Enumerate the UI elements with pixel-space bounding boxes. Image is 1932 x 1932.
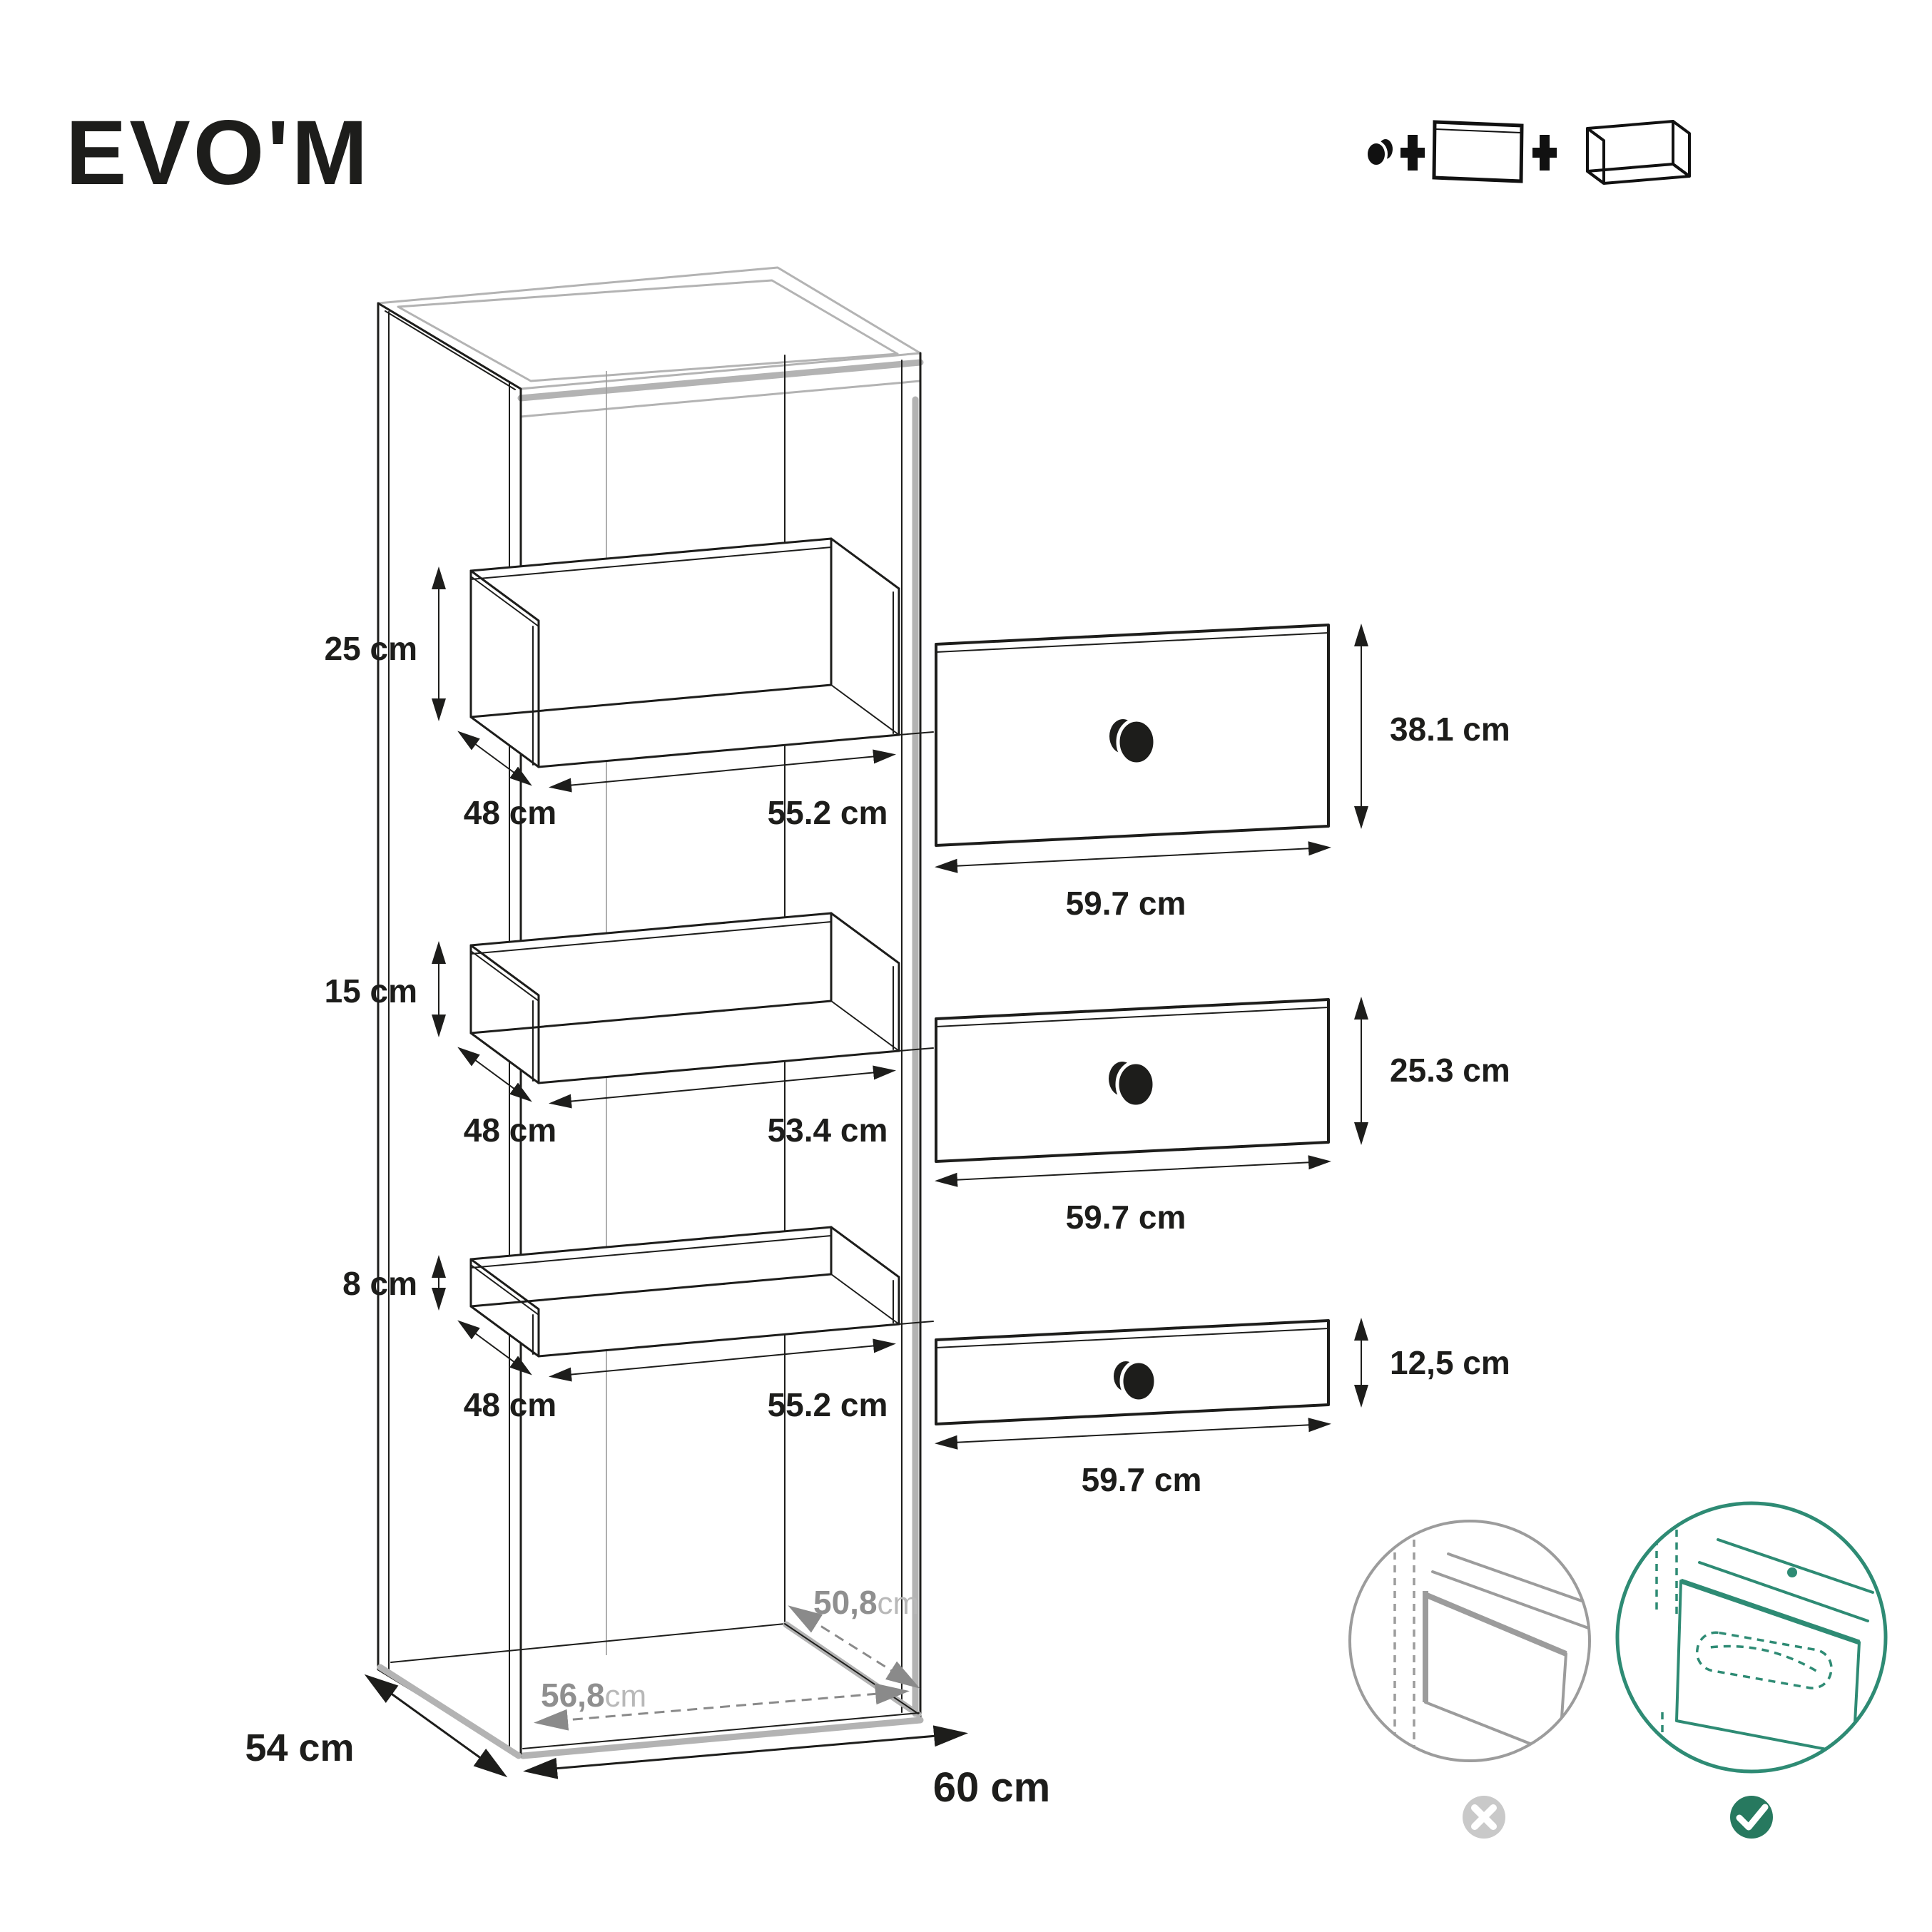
drawer-box-3-side (469, 1258, 540, 1358)
dim-depth: 54 cm (245, 1727, 354, 1769)
dimensions-level-3: 8 cm 48 cm 55.2 cm 12,5 cm 59.7 cm (342, 1255, 1510, 1498)
dim-width: 60 cm (933, 1764, 1050, 1811)
legend-formula (1365, 120, 1691, 185)
drawer-front-1 (935, 624, 1330, 847)
plus-icon (1532, 135, 1557, 171)
handle-cutout (1695, 1631, 1833, 1689)
check-circle-icon (1730, 1796, 1773, 1839)
dim-box-width-2: 53.4 cm (768, 1112, 888, 1149)
interior-dimensions: 50,8cm 56,8cm (534, 1584, 920, 1731)
dim-front-width-1: 59.7 cm (1066, 885, 1186, 922)
dim-box-depth-3: 48 cm (464, 1386, 556, 1423)
detail-wrong (1348, 1520, 1591, 1839)
footprint-dimensions: 54 cm 60 cm (245, 1674, 1050, 1811)
drawer-box-1-side (469, 569, 540, 768)
dim-front-width-2: 59.7 cm (1066, 1199, 1186, 1236)
dim-front-width-3: 59.7 cm (1082, 1461, 1202, 1498)
drawer-box-2 (469, 912, 934, 1084)
plus-icon (1400, 135, 1425, 171)
detail-right (1615, 1501, 1888, 1839)
knob-icon (1109, 718, 1157, 766)
dim-front-height-2: 25.3 cm (1390, 1052, 1510, 1089)
dim-front-height-1: 38.1 cm (1390, 711, 1510, 748)
knob-icon (1365, 139, 1393, 168)
dimensions-level-1: 25 cm 48 cm 55.2 cm 38.1 cm 59.7 cm (325, 566, 1510, 922)
drawer-box-1 (469, 537, 934, 768)
drawer-box-2-side (469, 944, 540, 1084)
drawer-box-icon (1586, 120, 1691, 185)
drawer-front-2 (935, 998, 1330, 1163)
knob-icon (1114, 1359, 1158, 1403)
dim-box-width-1: 55.2 cm (768, 794, 888, 831)
dim-interior-depth: 50,8cm (813, 1584, 919, 1621)
drawer-front-3 (935, 1319, 1330, 1425)
dim-front-height-3: 12,5 cm (1390, 1344, 1510, 1381)
dim-box-depth-1: 48 cm (464, 794, 556, 831)
drawer-front-icon (1432, 120, 1524, 183)
dim-box-height-2: 15 cm (325, 972, 417, 1010)
dimensions-level-2: 15 cm 48 cm 53.4 cm 25.3 cm 59.7 cm (325, 941, 1510, 1236)
knob-icon (1109, 1060, 1156, 1109)
drawer-box-3 (469, 1226, 934, 1358)
dim-box-depth-2: 48 cm (464, 1112, 556, 1149)
dim-box-height-1: 25 cm (325, 630, 417, 667)
dim-box-height-3: 8 cm (342, 1265, 417, 1302)
x-circle-icon (1463, 1796, 1505, 1839)
brand-logo: EVO'M (66, 102, 370, 204)
dim-interior-width: 56,8cm (541, 1677, 646, 1714)
dim-box-width-3: 55.2 cm (768, 1386, 888, 1423)
